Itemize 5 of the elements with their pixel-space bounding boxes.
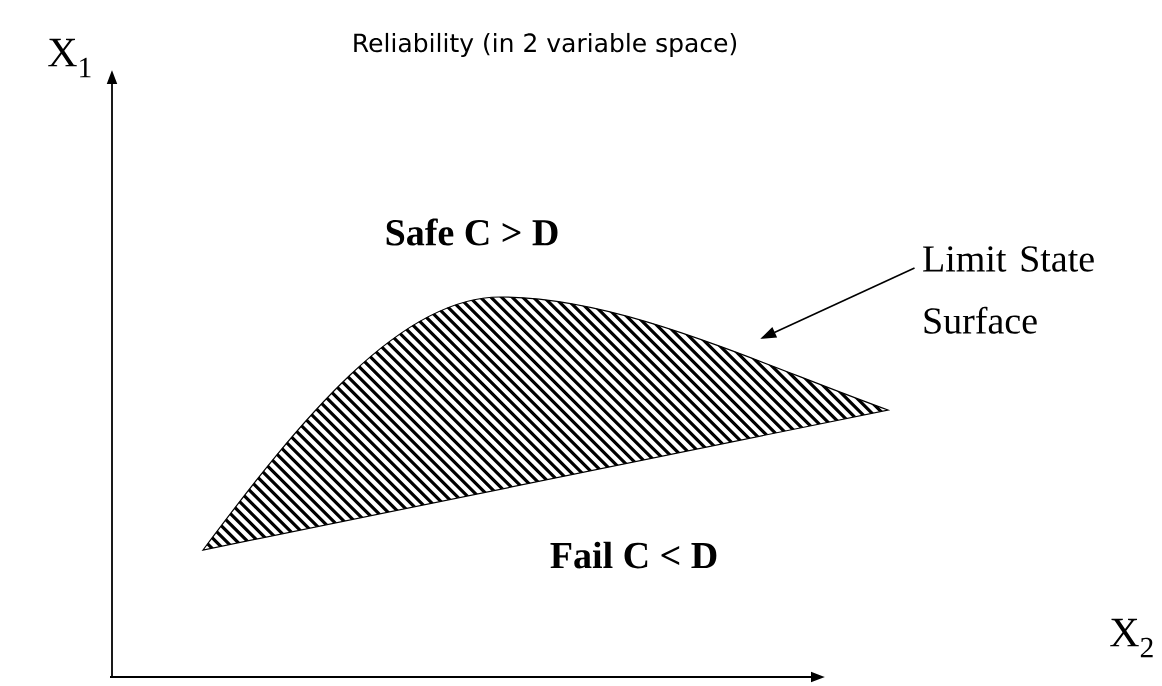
callout-text: Limit State Surface — [923, 246, 1094, 334]
title: Reliability (in 2 variable space) — [354, 32, 737, 58]
axis-label: X$_{1}$ — [48, 38, 91, 78]
region-label: Fail C < D — [550, 541, 717, 569]
axis-label: X$_{2}$ — [1110, 618, 1153, 658]
